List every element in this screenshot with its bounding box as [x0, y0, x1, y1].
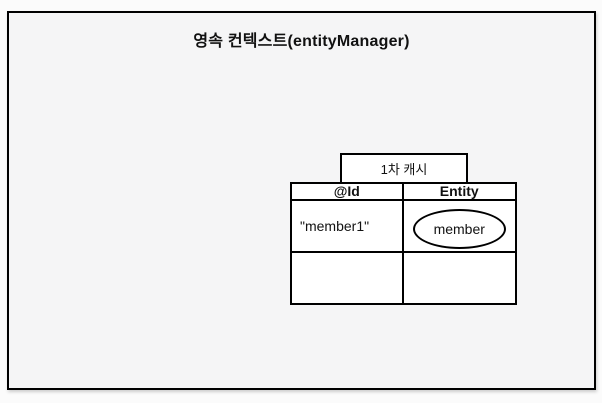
entity-ellipse: member	[412, 209, 506, 249]
cache-table: @Id Entity "member1" member	[290, 182, 517, 305]
first-level-cache-label: 1차 캐시	[380, 162, 428, 177]
table-cell-entity-empty	[403, 253, 515, 303]
column-header-id: @Id	[292, 184, 404, 201]
table-cell-entity-member: member	[403, 201, 515, 253]
first-level-cache-tab: 1차 캐시	[340, 153, 468, 182]
persistence-context-title: 영속 컨텍스트(entityManager)	[193, 33, 410, 50]
table-cell-id-member1: "member1"	[292, 201, 404, 253]
column-header-entity: Entity	[403, 184, 515, 201]
table-cell-id-empty	[292, 253, 404, 303]
entity-ellipse-label: member	[433, 221, 485, 237]
